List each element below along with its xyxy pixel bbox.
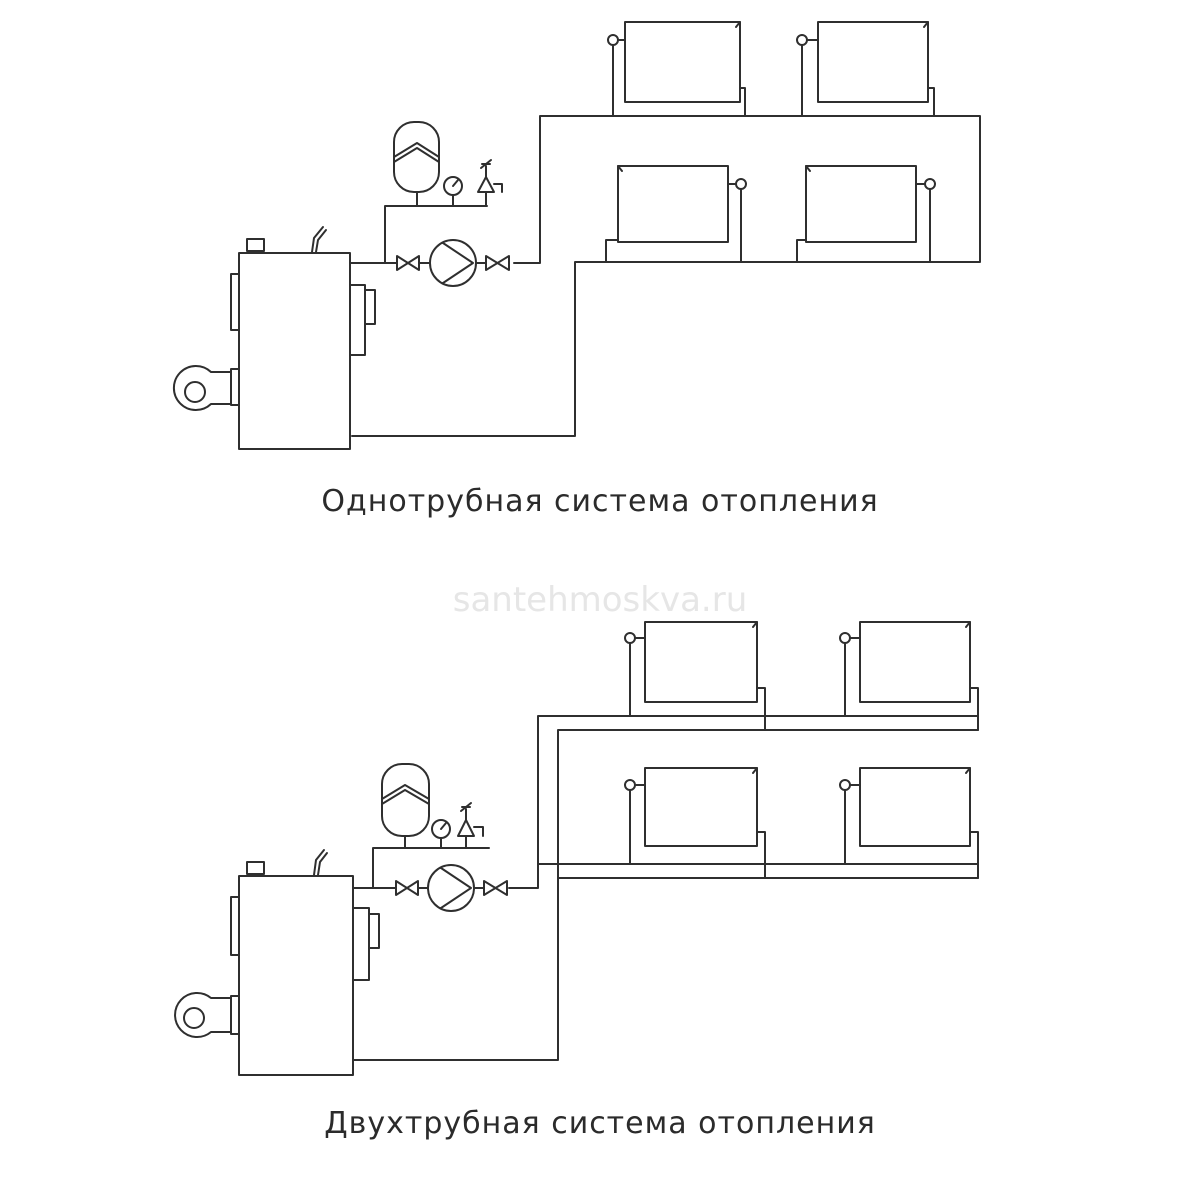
expansion-tank xyxy=(384,121,488,264)
radiator xyxy=(839,767,979,879)
shutoff-valve-icon xyxy=(483,880,508,896)
burner-fan-icon xyxy=(172,365,232,411)
shutoff-valve-icon xyxy=(395,880,419,896)
one-pipe-caption: Однотрубная система отопления xyxy=(321,484,879,519)
radiator xyxy=(839,621,979,731)
two-pipe-caption: Двухтрубная система отопления xyxy=(324,1106,876,1141)
expansion-tank xyxy=(372,763,490,889)
circulation-pump-icon xyxy=(418,239,487,287)
circulation-pump-icon xyxy=(417,864,485,912)
boiler xyxy=(174,849,380,1076)
radiator xyxy=(607,21,746,117)
radiator xyxy=(624,767,766,879)
burner-fan-icon xyxy=(174,992,232,1038)
safety-valve-icon xyxy=(477,159,503,207)
pressure-gauge-icon xyxy=(443,176,463,207)
two-pipe-system xyxy=(174,621,979,1076)
safety-valve-icon xyxy=(457,802,484,849)
shutoff-valve-icon xyxy=(485,255,510,271)
pressure-gauge-icon xyxy=(431,819,451,849)
radiator xyxy=(796,165,936,263)
radiator xyxy=(796,21,935,117)
radiator xyxy=(605,165,747,263)
watermark: santehmoskva.ru xyxy=(452,580,748,620)
one-pipe-system xyxy=(172,21,981,450)
boiler xyxy=(172,226,376,450)
radiator xyxy=(624,621,766,731)
shutoff-valve-icon xyxy=(396,255,420,271)
